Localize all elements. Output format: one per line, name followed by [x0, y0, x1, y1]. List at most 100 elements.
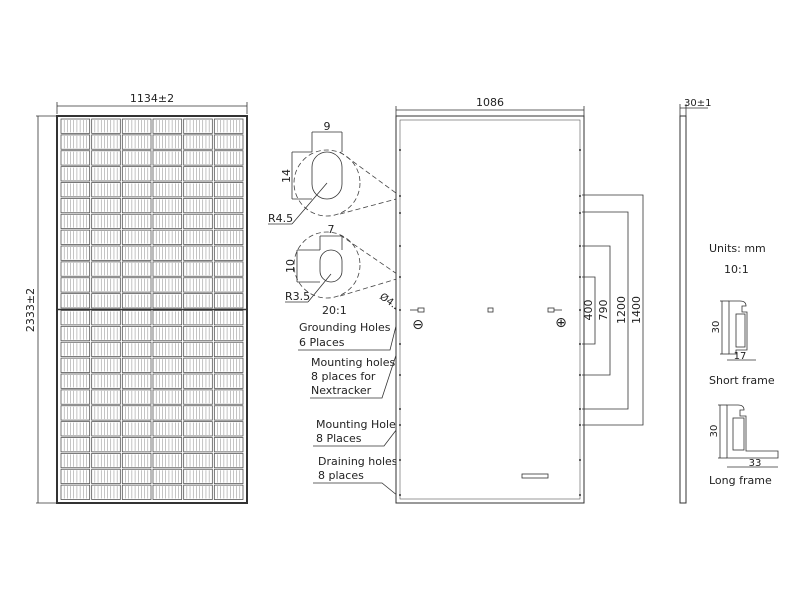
back-width-label: 1086: [476, 96, 504, 109]
solar-cell: [121, 452, 152, 469]
solar-cell: [60, 261, 91, 277]
hole: [579, 343, 581, 345]
solar-cell: [213, 118, 244, 134]
long-frame-label: Long frame: [709, 474, 772, 487]
short-frame-height: 30: [711, 321, 722, 334]
hole2-width-label: 7: [328, 223, 335, 236]
detail-circle-grounding: [293, 149, 361, 217]
solar-cell: [121, 118, 152, 134]
solar-cell: [121, 213, 152, 230]
negative-terminal-icon: ⊖: [412, 317, 424, 333]
solar-cell: [91, 484, 121, 500]
solar-cell: [213, 261, 244, 277]
solar-cell: [213, 182, 244, 198]
solar-cell: [213, 389, 244, 405]
solar-cell: [213, 277, 244, 293]
dimension-label: 1400: [630, 296, 643, 324]
short-frame-width: 17: [734, 351, 747, 362]
solar-cell: [213, 197, 244, 214]
solar-cell: [183, 325, 213, 342]
detail-circle-mounting: [293, 231, 361, 299]
solar-cell: [121, 229, 152, 245]
long-frame-height: 30: [709, 425, 720, 438]
hole: [579, 309, 581, 311]
hole: [579, 408, 581, 410]
solar-cell: [121, 197, 152, 214]
solar-cell: [213, 166, 244, 182]
back-frame: [395, 115, 585, 504]
hole: [579, 459, 581, 461]
callout-grounding-line2: 6 Places: [299, 336, 345, 349]
solar-cell: [213, 293, 244, 309]
callout-mounting: Mounting Holes: [316, 418, 402, 431]
solar-cell: [213, 468, 244, 485]
hole: [579, 149, 581, 151]
frame-sections: Units: mm 10:1 30 17 Short frame 30 33 L…: [709, 242, 779, 487]
frame-scale-label: 10:1: [724, 263, 749, 276]
solar-cell: [183, 229, 213, 245]
solar-cell: [152, 421, 183, 437]
solar-cell: [91, 166, 121, 182]
hole: [579, 424, 581, 426]
solar-cell: [183, 437, 213, 453]
slot-hole-small: [319, 249, 343, 283]
callout-nextracker-line2: 8 places for: [311, 370, 376, 383]
hole: [399, 374, 401, 376]
solar-cell: [91, 277, 121, 293]
junction-box-negative: [410, 307, 425, 313]
solar-cell: [213, 437, 244, 453]
solar-cell: [60, 357, 91, 373]
hole: [399, 494, 401, 496]
solar-cell: [121, 468, 152, 485]
dimension-label: 1200: [615, 296, 628, 324]
solar-cell: [91, 357, 121, 373]
solar-cell: [152, 229, 183, 245]
solar-cell: [183, 452, 213, 469]
solar-cell: [152, 484, 183, 500]
solar-cell: [183, 197, 213, 214]
solar-cell: [183, 166, 213, 182]
solar-cell: [213, 341, 244, 358]
solar-cell: [152, 150, 183, 166]
solar-cell: [60, 437, 91, 453]
solar-cell: [60, 229, 91, 245]
solar-cell: [183, 213, 213, 230]
solar-cell: [213, 245, 244, 261]
solar-cell: [91, 261, 121, 277]
solar-cell: [152, 373, 183, 389]
solar-cell: [121, 484, 152, 500]
solar-cell: [183, 261, 213, 277]
solar-cell: [60, 150, 91, 166]
solar-cell: [121, 357, 152, 373]
solar-cell: [91, 468, 121, 485]
positive-terminal-icon: ⊕: [555, 315, 567, 331]
hole: [399, 309, 401, 311]
callout-draining-line2: 8 places: [318, 469, 364, 482]
solar-cell: [91, 373, 121, 389]
dimension-400: 400: [582, 276, 596, 345]
solar-cell: [152, 166, 183, 182]
hole: [399, 245, 401, 247]
callouts: Grounding Holes 6 Places Mounting holes …: [298, 309, 402, 497]
callout-nextracker: Mounting holes: [311, 356, 396, 369]
solar-cell: [213, 229, 244, 245]
solar-cell: [213, 452, 244, 469]
solar-cell: [152, 389, 183, 405]
solar-cell: [60, 421, 91, 437]
solar-cell: [91, 437, 121, 453]
junction-box-positive: [547, 307, 562, 313]
long-frame-width: 33: [749, 458, 762, 469]
solar-cell: [60, 118, 91, 134]
solar-cell: [60, 134, 91, 150]
label-plate: [521, 473, 549, 479]
front-view: 1134±2 2333±2: [24, 92, 248, 504]
solar-cell: [91, 341, 121, 358]
front-width-label: 1134±2: [130, 92, 174, 105]
solar-cell: [183, 468, 213, 485]
solar-cell: [183, 373, 213, 389]
hole: [579, 494, 581, 496]
hole: [399, 408, 401, 410]
hole2-height-label: 10: [284, 259, 297, 273]
hole1-width-label: 9: [324, 120, 331, 133]
